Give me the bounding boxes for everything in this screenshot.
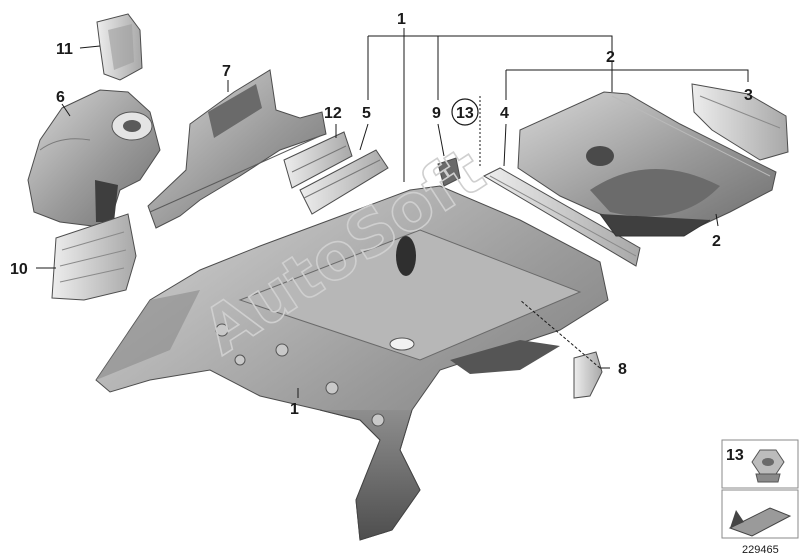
callout-4: 4 <box>500 105 509 122</box>
nut-icon <box>751 449 785 483</box>
part-11-bracket <box>96 13 143 81</box>
part-6-wheel-arch <box>27 89 161 227</box>
part-8-bracket <box>573 351 603 399</box>
part-5-cross-member <box>299 149 389 215</box>
direction-arrow-icon <box>728 507 792 537</box>
callout-1-top: 1 <box>397 11 406 28</box>
figure-number: 229465 <box>742 544 779 556</box>
callout-10: 10 <box>10 261 28 278</box>
callout-2-top: 2 <box>606 49 615 66</box>
inset-arrow <box>721 489 799 539</box>
callout-7: 7 <box>222 63 231 80</box>
inset-part-13: 13 <box>721 439 799 489</box>
part-4-rail <box>482 167 641 267</box>
part-1-floor-assembly <box>95 185 609 541</box>
callout-6: 6 <box>56 89 65 106</box>
part-2-rear-floor <box>517 91 777 237</box>
callout-1-bottom: 1 <box>290 401 299 418</box>
callout-8: 8 <box>618 361 627 378</box>
callout-5: 5 <box>362 105 371 122</box>
leader-lines <box>36 28 749 398</box>
callout-12: 12 <box>324 105 342 122</box>
part-3-rear-panel <box>691 83 789 161</box>
callout-11: 11 <box>56 41 73 58</box>
part-7-side-member <box>147 69 327 229</box>
callout-13-circle <box>451 98 479 126</box>
part-10-plate <box>51 213 137 301</box>
callout-2-bottom: 2 <box>712 233 721 250</box>
callout-9: 9 <box>432 105 441 122</box>
floor-bolts <box>215 323 385 427</box>
part-12-bracket <box>283 131 353 189</box>
part-9-bracket <box>437 157 461 187</box>
callout-3: 3 <box>744 87 753 104</box>
inset-callout-13: 13 <box>726 447 744 464</box>
callouts: 1 1 2 2 3 4 5 6 7 8 9 10 11 12 13 <box>10 11 753 418</box>
callout-13-circled: 13 <box>456 105 474 122</box>
